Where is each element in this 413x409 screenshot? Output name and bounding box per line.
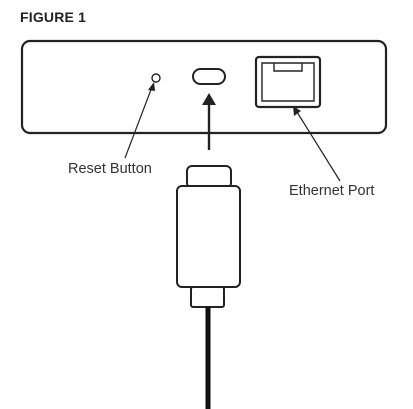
reset-button-hole [151,73,161,83]
usb-port [192,68,226,85]
reset-callout-arrow [124,82,155,159]
reset-button-label: Reset Button [68,161,152,177]
usb-cable-connector [176,165,241,308]
ethernet-port [254,55,322,109]
ethernet-callout-arrow [293,106,341,182]
figure-title: FIGURE 1 [20,9,87,25]
ethernet-port-label: Ethernet Port [289,183,375,199]
insertion-arrow [202,93,216,150]
device-body [20,39,388,135]
